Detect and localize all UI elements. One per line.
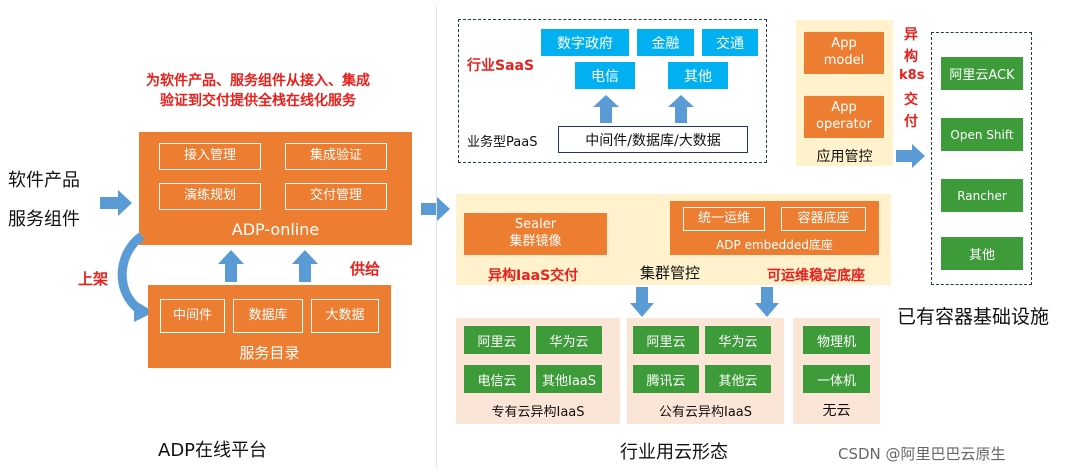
paas-box: 中间件/数据库/大数据 — [558, 126, 748, 153]
app-operator-box: App operator — [804, 96, 884, 138]
right-caption: 行业用云形态 — [620, 442, 728, 463]
curved-arrow-icon — [117, 232, 154, 322]
app-operator-line2: operator — [816, 117, 872, 132]
adp-online-item-access-mgmt: 接入管理 — [159, 143, 261, 170]
shelf-label: 上架 — [78, 270, 109, 288]
red-note-line1: 为软件产品、服务组件从接入、集成 — [146, 73, 370, 89]
service-catalog-box: 中间件 数据库 大数据 服务目录 — [148, 285, 391, 368]
private-cloud-item-huawei: 华为云 — [536, 326, 602, 354]
down-arrow-icon — [755, 287, 779, 317]
right-arrow-icon — [100, 190, 132, 216]
right-arrow-icon — [896, 144, 925, 168]
no-cloud-item-appliance: 一体机 — [803, 365, 870, 393]
private-cloud-item-aliyun: 阿里云 — [464, 326, 530, 354]
app-operator-line1: App — [831, 100, 857, 116]
sealer-box: Sealer 集群镜像 — [464, 213, 607, 255]
hetero-k8s-char-2: 构 — [904, 49, 918, 65]
adp-online-title: ADP-online — [231, 219, 320, 239]
private-cloud-item-other-iaas: 其他IaaS — [536, 365, 602, 393]
private-cloud-title: 专有云异构IaaS — [491, 404, 585, 420]
adp-embedded-title: ADP embedded底座 — [716, 237, 833, 252]
app-model-line2: model — [823, 53, 865, 68]
public-cloud-item-aliyun: 阿里云 — [633, 326, 699, 354]
k8s-item-other: 其他 — [941, 237, 1023, 270]
sealer-line2: 集群镜像 — [509, 234, 562, 249]
adp-online-item-delivery: 交付管理 — [285, 183, 387, 210]
catalog-title: 服务目录 — [239, 343, 300, 362]
catalog-item-middleware: 中间件 — [160, 299, 225, 333]
up-arrow-icon — [593, 95, 619, 123]
iaas-delivery-label: 异构IaaS交付 — [488, 268, 579, 284]
up-arrow-icon — [668, 95, 694, 123]
public-cloud-title: 公有云异构IaaS — [658, 404, 753, 420]
k8s-platforms-dashed-box — [931, 32, 1032, 285]
catalog-item-bigdata: 大数据 — [311, 299, 379, 333]
input-label-service-component: 服务组件 — [8, 209, 80, 230]
paas-label: 业务型PaaS — [467, 135, 538, 150]
adp-online-item-integration: 集成验证 — [285, 143, 387, 170]
hetero-k8s-char-1: 异 — [904, 27, 918, 43]
app-mgmt-title: 应用管控 — [816, 149, 873, 165]
stable-base-label: 可运维稳定底座 — [767, 268, 865, 284]
app-mgmt-panel: App model App operator 应用管控 — [796, 20, 893, 166]
adp-online-item-drill-planning: 演练规划 — [159, 183, 261, 210]
vertical-divider — [436, 6, 437, 468]
red-note-line2: 验证到交付提供全栈在线化服务 — [160, 93, 356, 109]
app-model-box: App model — [804, 32, 884, 74]
up-arrow-icon — [218, 250, 244, 282]
hetero-k8s-char-5: 付 — [904, 114, 918, 130]
public-cloud-item-other: 其他云 — [705, 365, 771, 393]
saas-item-telecom: 电信 — [575, 62, 635, 89]
public-cloud-item-tencent: 腾讯云 — [633, 365, 699, 393]
hetero-k8s-char-3: k8s — [899, 68, 925, 83]
saas-paas-dashed-box — [458, 19, 767, 163]
supply-label: 供给 — [350, 260, 381, 278]
embedded-item-container-base: 容器底座 — [781, 207, 866, 231]
watermark: CSDN @阿里巴巴云原生 — [838, 445, 1006, 463]
adp-online-box: 接入管理 集成验证 演练规划 交付管理 ADP-online — [139, 132, 412, 245]
saas-label: 行业SaaS — [467, 58, 535, 74]
right-arrow-icon — [421, 196, 450, 222]
public-cloud-item-huawei: 华为云 — [705, 326, 771, 354]
cluster-mgmt-title: 集群管控 — [640, 264, 701, 282]
private-cloud-panel: 阿里云 华为云 电信云 其他IaaS 专有云异构IaaS — [456, 318, 620, 424]
input-label-software-product: 软件产品 — [8, 170, 80, 191]
no-cloud-item-physical: 物理机 — [803, 326, 870, 354]
app-model-line1: App — [831, 36, 857, 52]
adp-embedded-box: 统一运维 容器底座 ADP embedded底座 — [670, 201, 879, 255]
public-cloud-panel: 阿里云 华为云 腾讯云 其他云 公有云异构IaaS — [627, 318, 784, 424]
k8s-item-aliyun-ack: 阿里云ACK — [941, 57, 1023, 90]
saas-item-digital-gov: 数字政府 — [541, 29, 629, 56]
private-cloud-item-telecom: 电信云 — [464, 365, 530, 393]
sealer-line1: Sealer — [514, 217, 557, 233]
catalog-item-database: 数据库 — [233, 299, 303, 333]
saas-item-other: 其他 — [668, 62, 728, 89]
k8s-item-openshift: Open Shift — [941, 118, 1023, 151]
left-caption: ADP在线平台 — [158, 440, 268, 461]
up-arrow-icon — [292, 250, 318, 282]
k8s-item-rancher: Rancher — [941, 179, 1023, 212]
saas-item-finance: 金融 — [637, 29, 694, 56]
embedded-item-unified-ops: 统一运维 — [683, 207, 765, 231]
existing-infra-label: 已有容器基础设施 — [897, 306, 1050, 328]
no-cloud-panel: 物理机 一体机 无云 — [793, 318, 880, 424]
no-cloud-title: 无云 — [822, 403, 851, 419]
hetero-k8s-char-4: 交 — [904, 92, 918, 108]
saas-item-traffic: 交通 — [702, 29, 758, 56]
down-arrow-icon — [630, 287, 654, 317]
